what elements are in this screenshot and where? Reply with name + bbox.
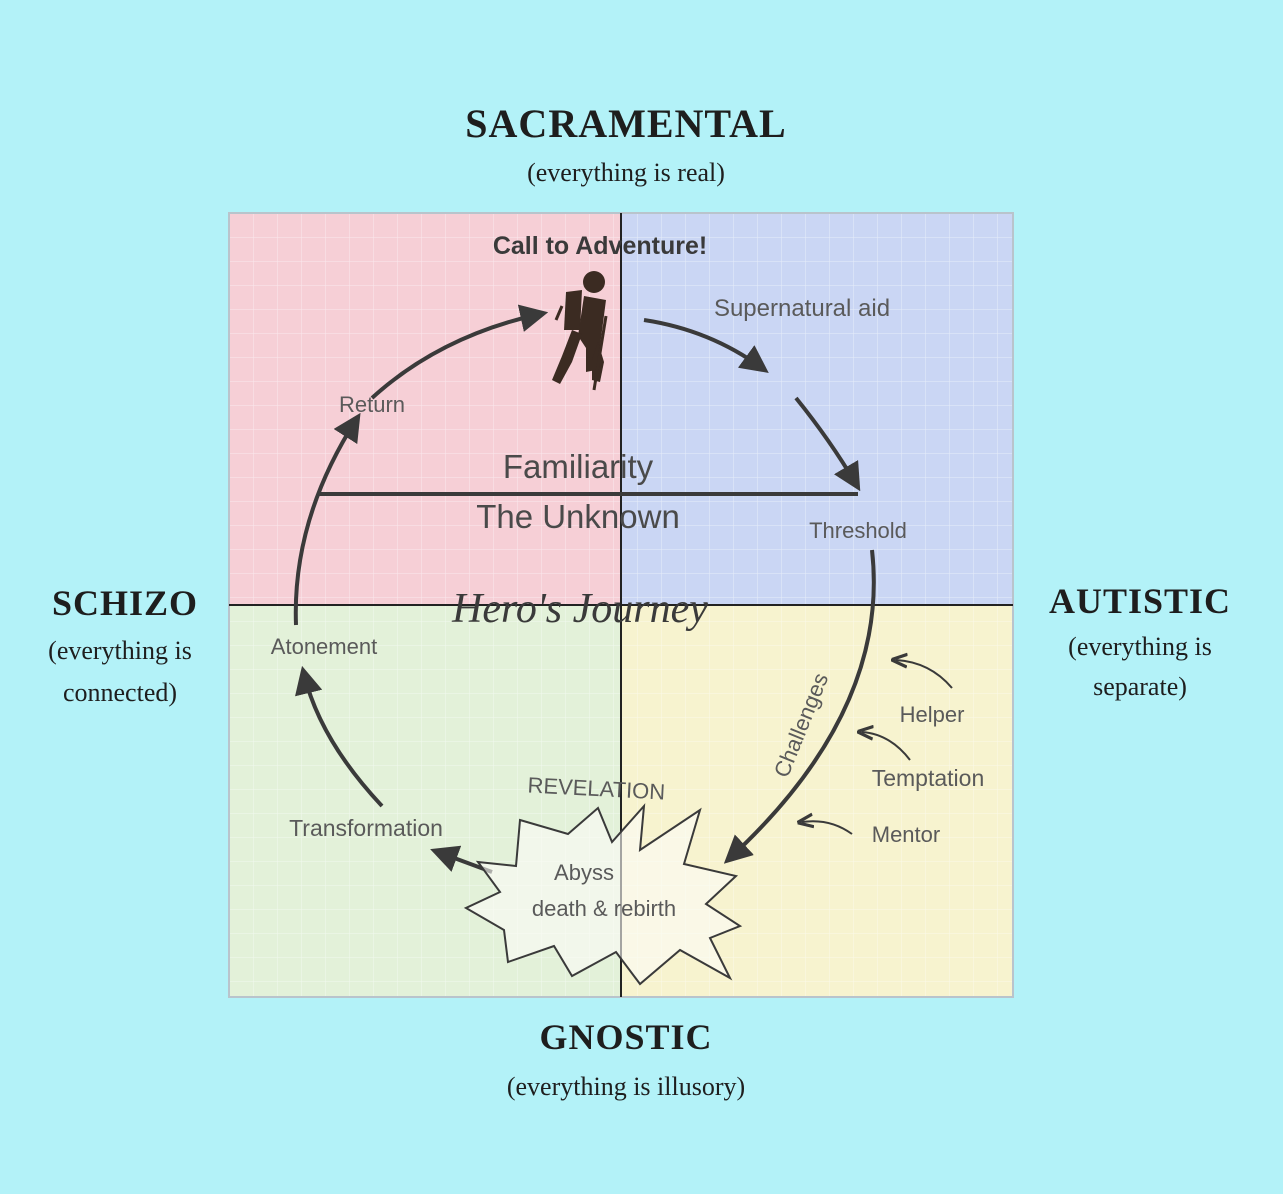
- journey-title: Hero's Journey: [451, 586, 708, 632]
- arrow-mentor: [802, 821, 853, 835]
- atonement-label: Atonement: [271, 634, 377, 659]
- axis-bottom-subtitle: (everything is illusory): [506, 1072, 746, 1101]
- transformation-label: Transformation: [289, 815, 443, 841]
- return-label: Return: [339, 392, 405, 417]
- arrow-atonement-to-return: [293, 412, 361, 626]
- call-to-adventure-label: Call to Adventure!: [493, 232, 707, 260]
- unknown-label: The Unknown: [476, 498, 680, 535]
- helper-label: Helper: [900, 702, 965, 727]
- arrow-return-to-call: [370, 304, 549, 400]
- axis-top-subtitle: (everything is real): [527, 158, 725, 187]
- supernatural-aid-label: Supernatural aid: [714, 295, 890, 322]
- axis-left-subtitle-line2: connected): [62, 678, 178, 707]
- axis-left-title: SCHIZO: [51, 583, 199, 623]
- temptation-label: Temptation: [872, 765, 985, 791]
- arrow-aid-to-threshold: [794, 396, 861, 492]
- threshold-label: Threshold: [809, 518, 907, 543]
- axis-right-subtitle-line1: (everything is: [1068, 632, 1212, 661]
- mentor-label: Mentor: [872, 822, 940, 847]
- arrow-threshold-to-abyss: [723, 549, 876, 864]
- abyss-starburst: [463, 803, 743, 986]
- hiker-icon: [552, 271, 608, 391]
- abyss-label: Abyss: [554, 860, 614, 885]
- axis-bottom-title: GNOSTIC: [539, 1017, 713, 1057]
- axis-top-title: SACRAMENTAL: [465, 101, 787, 146]
- arrow-call-to-aid: [643, 318, 769, 373]
- arrow-temptation: [862, 732, 911, 761]
- arrow-helper: [896, 660, 953, 689]
- death-rebirth-label: death & rebirth: [532, 896, 676, 921]
- axis-left-subtitle-line1: (everything is: [48, 636, 192, 665]
- axis-right-title: AUTISTIC: [1048, 581, 1232, 621]
- familiarity-label: Familiarity: [503, 448, 654, 485]
- axis-right-subtitle-line2: separate): [1093, 672, 1187, 701]
- arrow-transformation-to-atonement: [295, 665, 384, 808]
